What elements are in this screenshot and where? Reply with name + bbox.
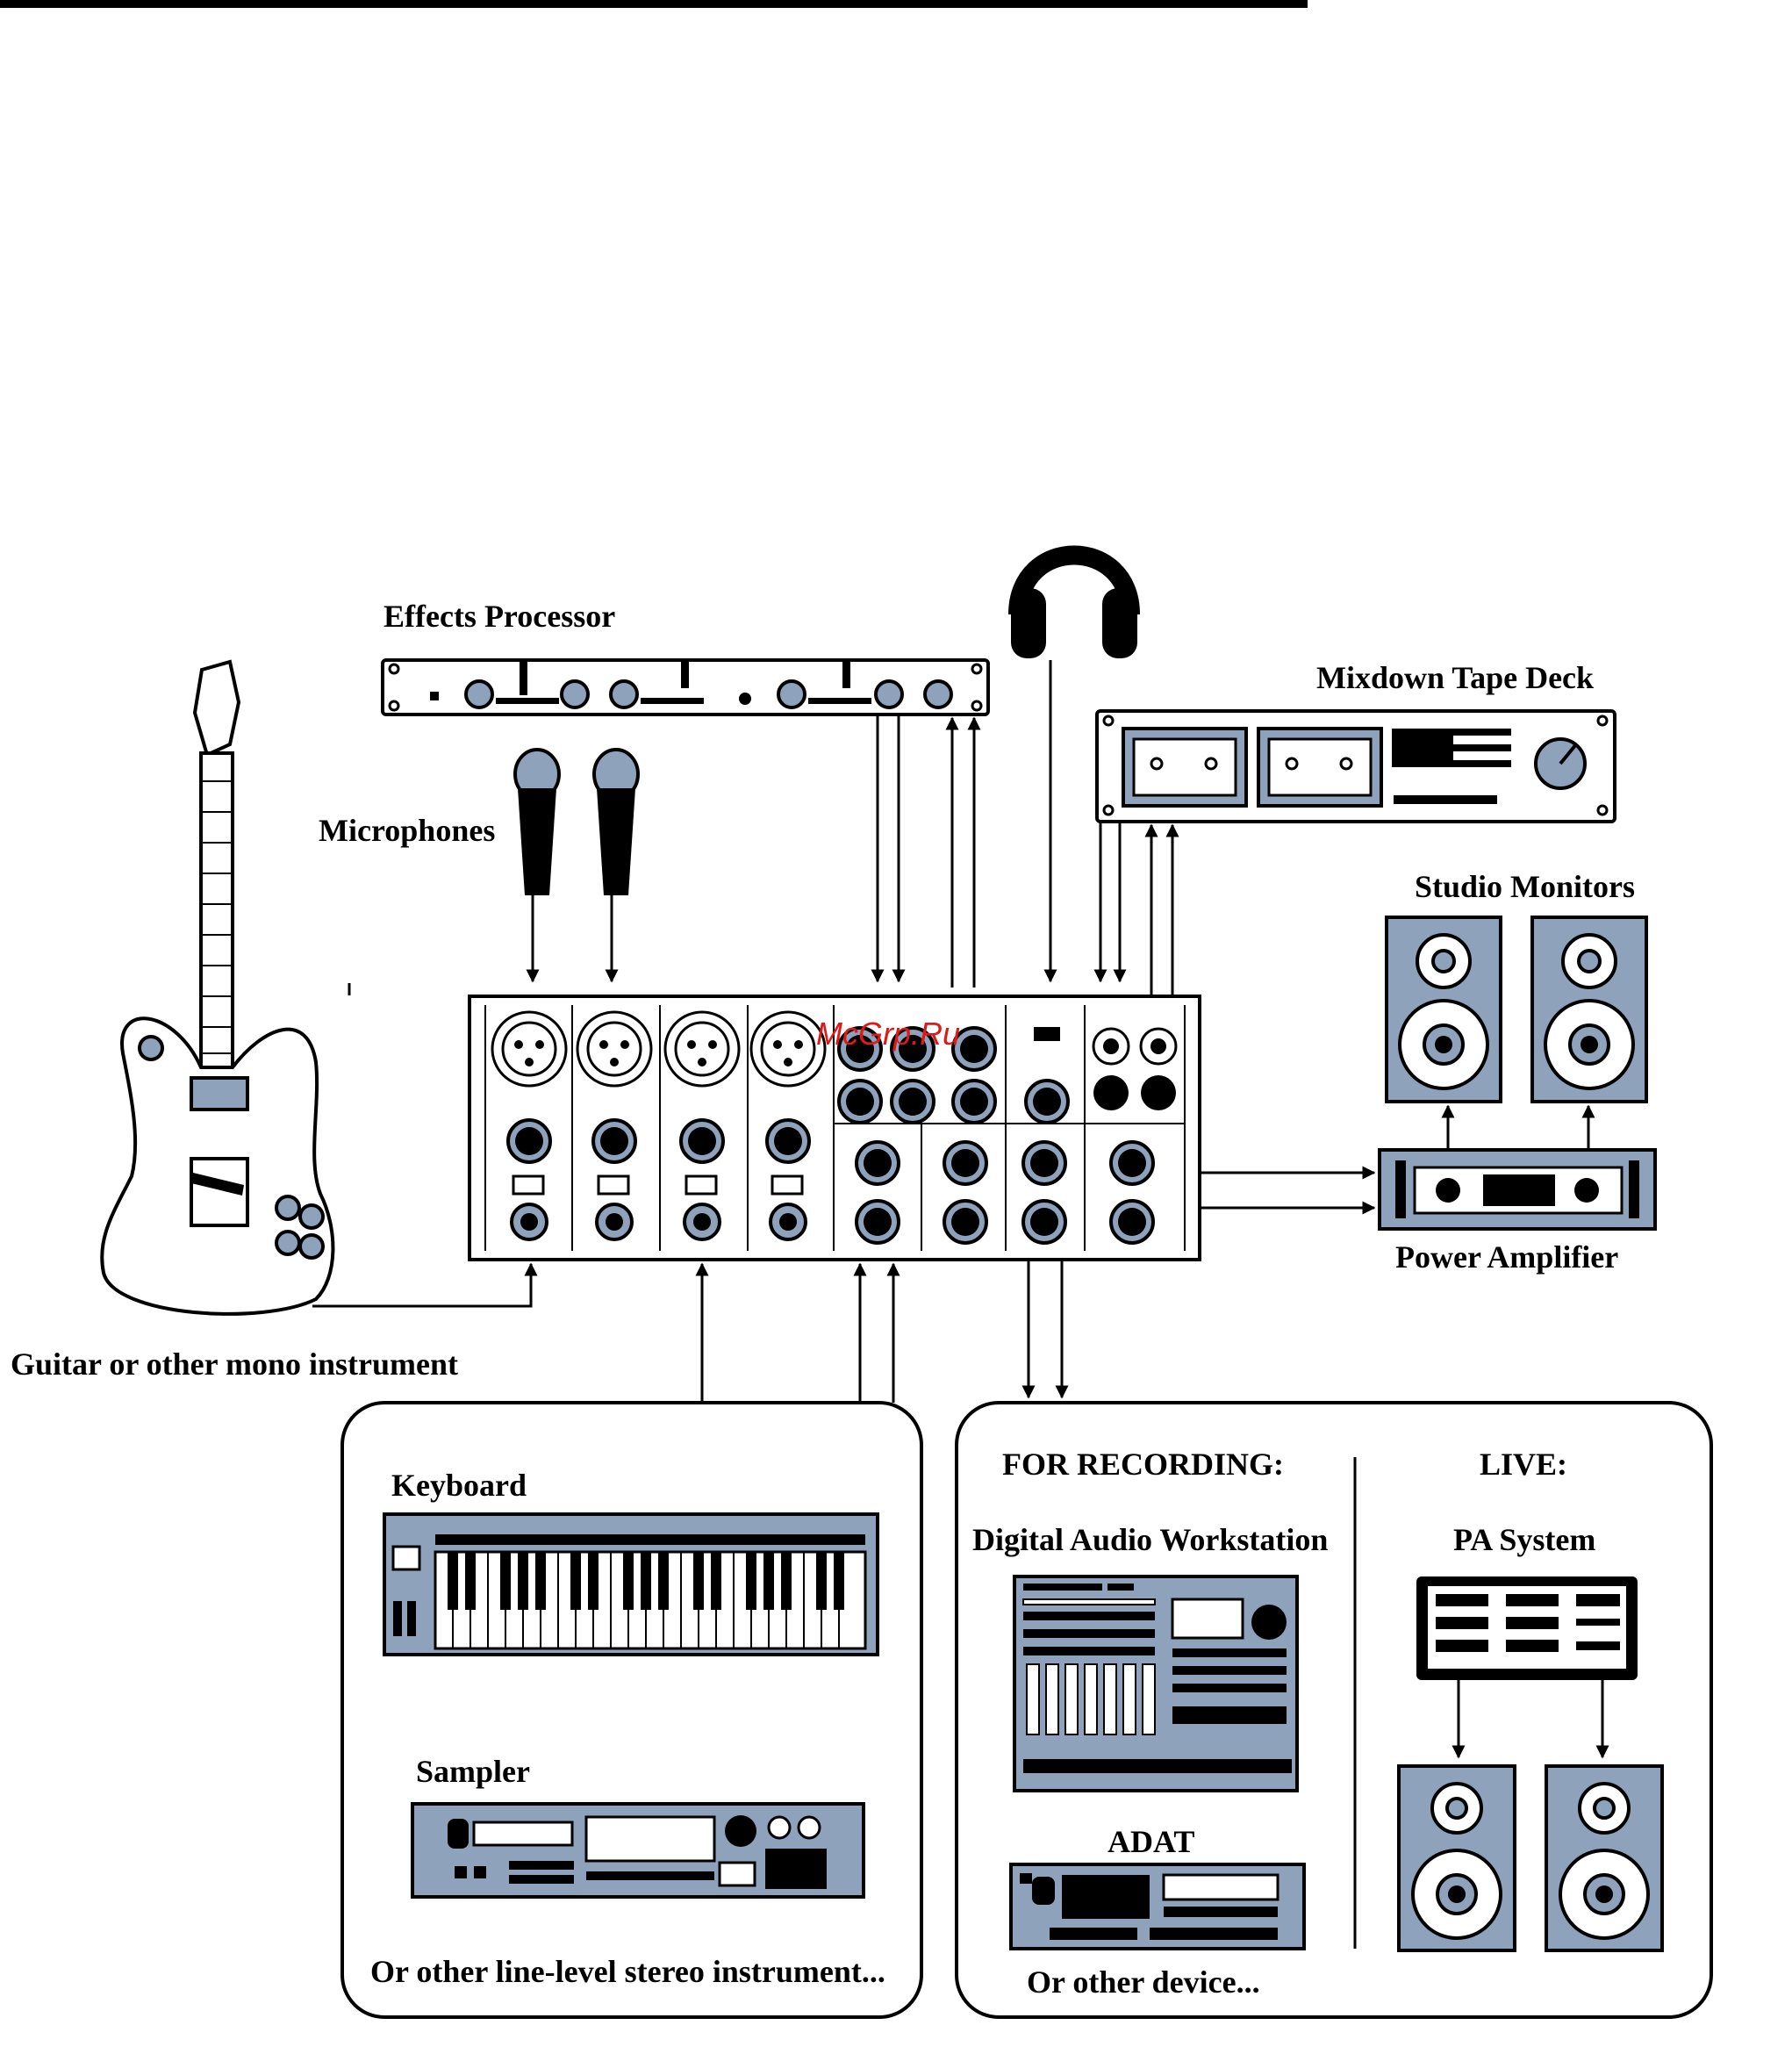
microphone-icon xyxy=(594,750,638,895)
studio-monitor-left xyxy=(1387,917,1501,1102)
other-device-label: Or other device... xyxy=(1027,1964,1260,2000)
guitar-label: Guitar or other mono instrument xyxy=(11,1347,458,1382)
microphone-icon xyxy=(515,750,559,895)
studio-monitor-right xyxy=(1532,917,1646,1102)
sampler-icon xyxy=(412,1804,864,1897)
pa-system-icon xyxy=(1416,1576,1638,1680)
guitar-icon xyxy=(102,662,349,1314)
adat-label: ADAT xyxy=(1107,1824,1194,1859)
mixdown-tape-deck-label: Mixdown Tape Deck xyxy=(1316,660,1594,695)
power-amplifier-label: Power Amplifier xyxy=(1395,1239,1618,1275)
sampler-label: Sampler xyxy=(416,1754,530,1789)
pa-speaker-left xyxy=(1399,1766,1515,1950)
pa-system-label: PA System xyxy=(1453,1522,1595,1557)
live-label: LIVE: xyxy=(1480,1447,1567,1482)
headphones-icon xyxy=(1011,556,1137,659)
adat-icon xyxy=(1011,1864,1304,1949)
microphones-label: Microphones xyxy=(319,813,495,848)
for-recording-label: FOR RECORDING: xyxy=(1002,1447,1284,1482)
power-amplifier xyxy=(1380,1150,1655,1229)
effects-processor-label: Effects Processor xyxy=(383,599,615,634)
daw-icon xyxy=(1014,1576,1297,1791)
effects-processor xyxy=(383,660,988,715)
daw-label: Digital Audio Workstation xyxy=(972,1522,1328,1557)
keyboard-icon xyxy=(384,1514,878,1655)
mixdown-tape-deck xyxy=(1097,711,1615,822)
pa-speaker-right xyxy=(1546,1766,1662,1950)
studio-monitors-label: Studio Monitors xyxy=(1415,869,1635,904)
line-level-label: Or other line-level stereo instrument... xyxy=(370,1954,885,1989)
watermark: McGrp.Ru xyxy=(816,1016,960,1052)
keyboard-label: Keyboard xyxy=(391,1468,527,1503)
top-rule xyxy=(0,0,1308,8)
